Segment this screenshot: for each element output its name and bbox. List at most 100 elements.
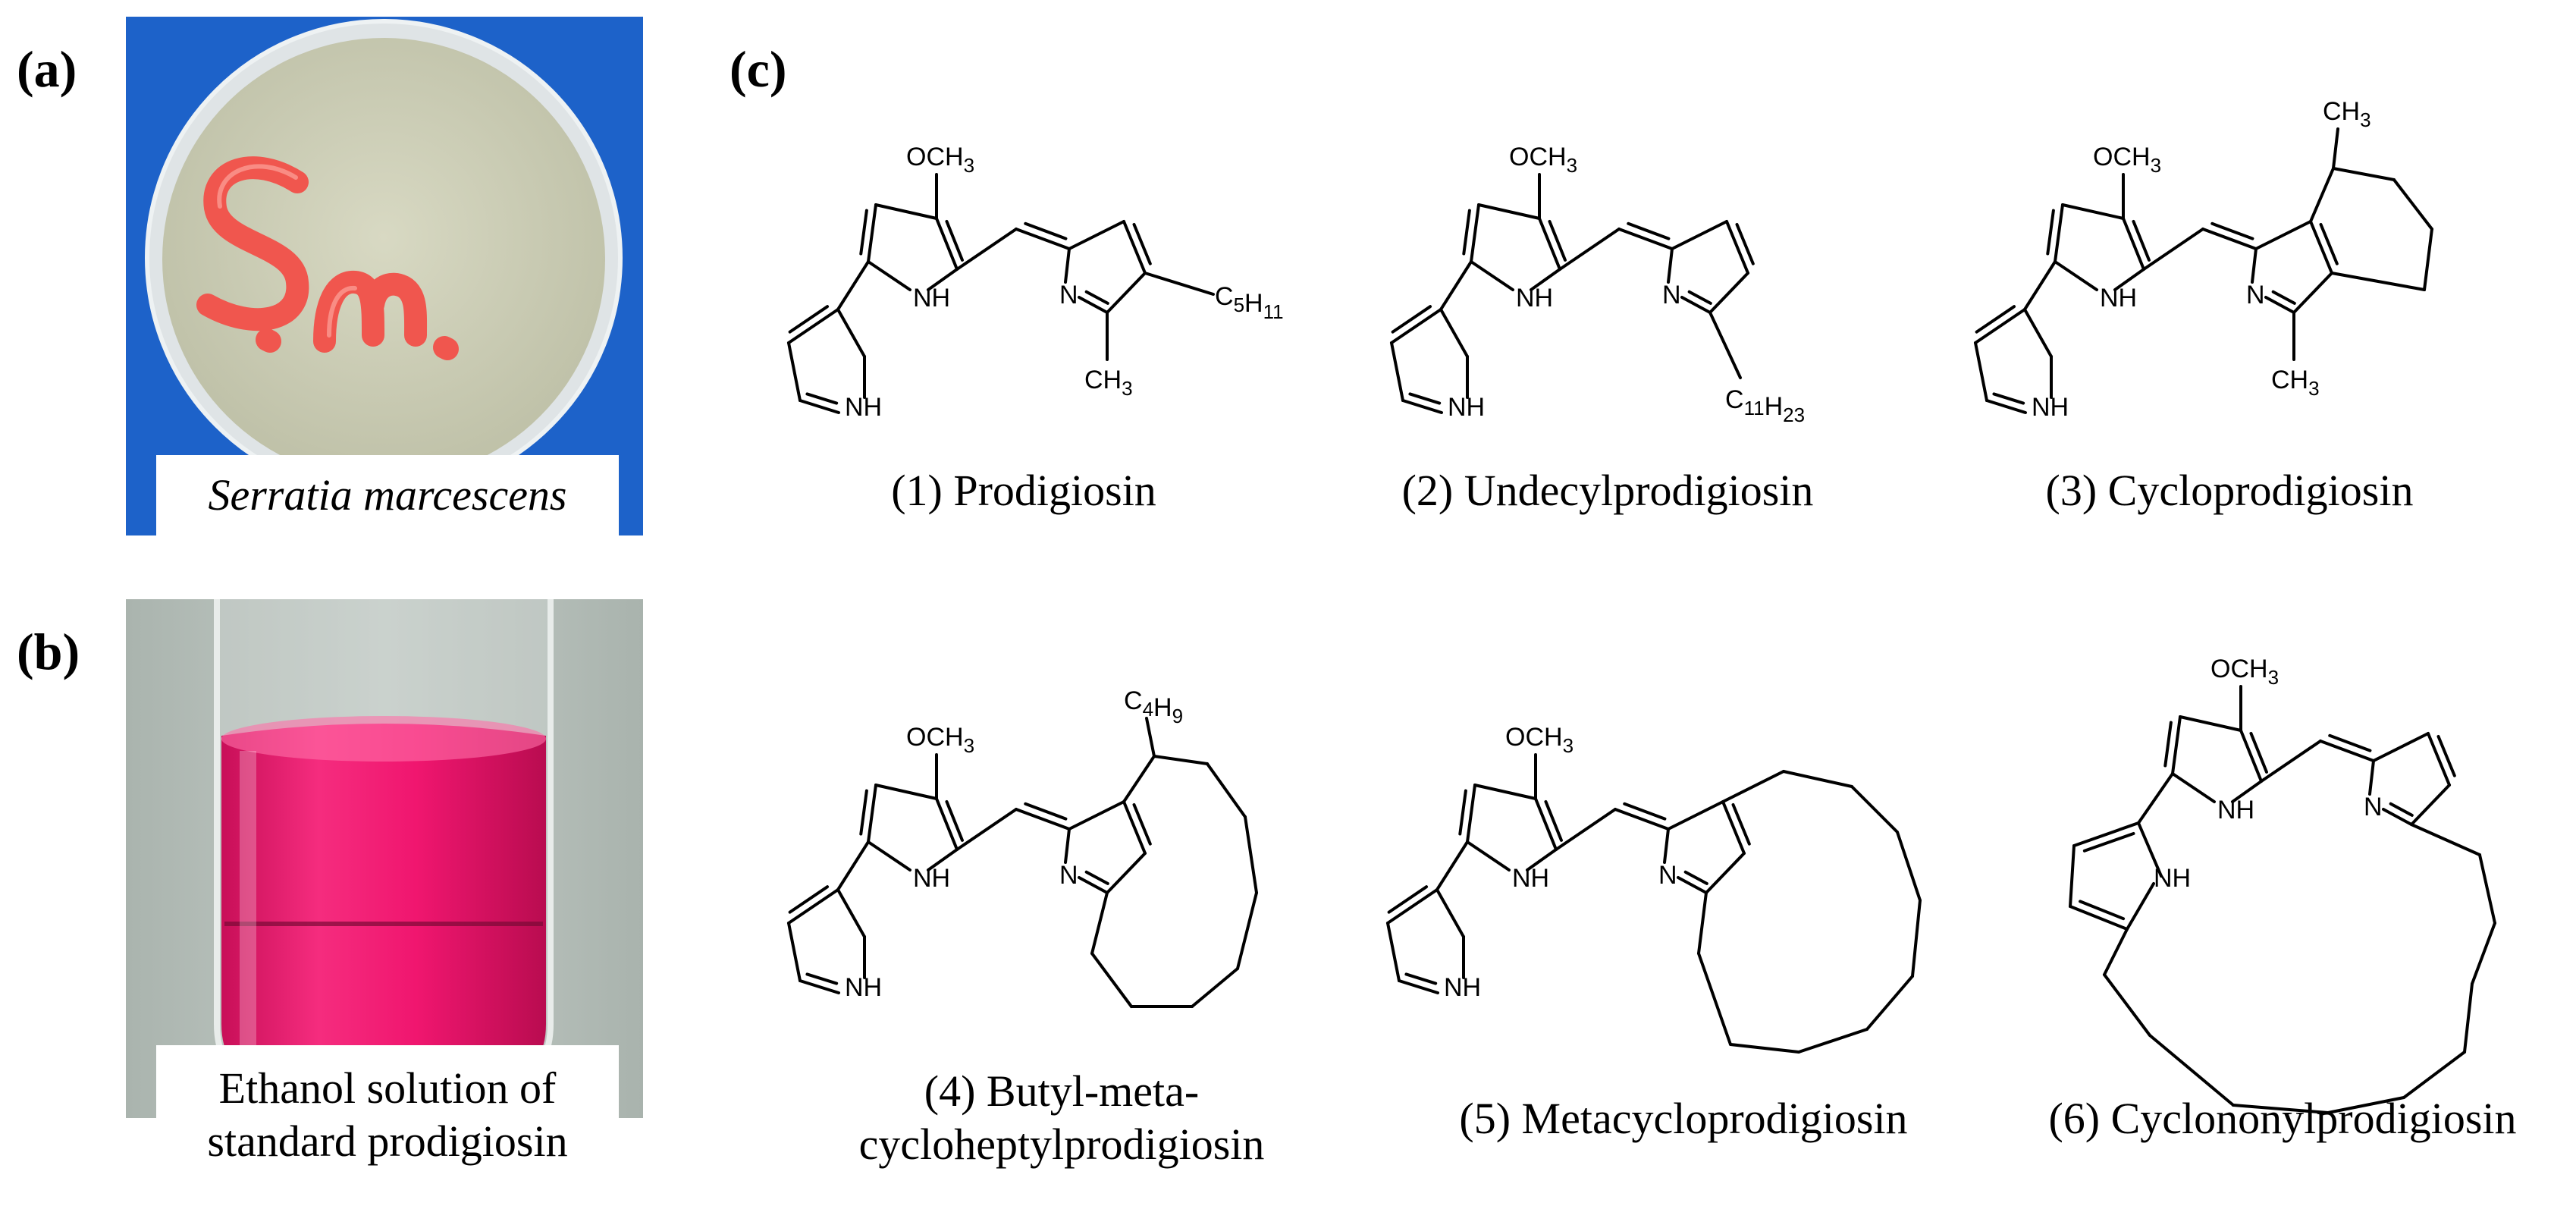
bond	[2264, 296, 2295, 314]
bond	[1697, 891, 1708, 955]
bond	[927, 848, 959, 872]
bond	[1435, 840, 1469, 891]
bond-lines	[787, 127, 2496, 1114]
bond	[2072, 821, 2140, 847]
bond	[1530, 268, 1561, 291]
ch3-label: CH3	[2271, 366, 2320, 400]
bond	[2372, 732, 2430, 762]
bond	[867, 260, 911, 291]
bond	[945, 219, 964, 262]
bond	[1663, 828, 1670, 864]
bond	[1466, 840, 1511, 872]
bond	[1386, 888, 1439, 925]
c11h23-label: C11H23	[1725, 385, 1805, 426]
bond	[2079, 900, 2126, 921]
bond	[867, 840, 911, 872]
bond	[2069, 905, 2129, 931]
bond	[1244, 815, 1258, 894]
bond	[1782, 770, 1853, 788]
bond	[2478, 853, 2496, 925]
bond	[787, 308, 839, 344]
bond	[799, 399, 840, 414]
bond	[1667, 247, 1674, 284]
bond	[2163, 721, 2173, 768]
bond	[836, 888, 866, 938]
bond	[2023, 308, 2053, 358]
bond	[2330, 272, 2426, 291]
bond	[1132, 222, 1152, 265]
n-label: N	[1059, 281, 1078, 309]
bond	[2436, 734, 2456, 777]
bond	[2392, 178, 2433, 231]
bond	[927, 268, 959, 291]
bond	[2332, 167, 2396, 181]
bond	[787, 922, 802, 982]
bond	[1534, 797, 1558, 851]
bond	[1697, 952, 1732, 1046]
bond	[2054, 203, 2064, 263]
bond	[2463, 982, 2474, 1054]
agar-surface	[162, 38, 605, 481]
bond	[1153, 755, 1209, 765]
bond	[1558, 228, 1621, 271]
bond	[2309, 220, 2333, 275]
caption-ethanol-solution: Ethanol solution of standard prodigiosin	[156, 1045, 619, 1186]
bond	[1617, 228, 1674, 250]
bond	[2171, 772, 2216, 803]
bond	[2126, 882, 2155, 931]
bond	[1106, 272, 1147, 314]
bond	[1735, 222, 1755, 265]
bond	[1024, 221, 1068, 240]
bond	[1992, 392, 2025, 405]
bond	[836, 260, 870, 311]
bond	[2328, 733, 2372, 752]
c4h9-label: C4H9	[1124, 686, 1183, 727]
bond	[1064, 828, 1071, 864]
bond	[1623, 802, 1667, 821]
bond	[1401, 399, 1443, 414]
bond	[1721, 800, 1746, 855]
bond	[1439, 308, 1469, 358]
bond	[1667, 800, 1724, 831]
bond	[2137, 821, 2163, 878]
bond	[1391, 305, 1432, 334]
bond	[799, 979, 840, 994]
bond	[1974, 341, 1988, 402]
bond	[1477, 203, 1541, 220]
bond	[2069, 844, 2076, 908]
bond	[859, 209, 868, 256]
bond	[2389, 802, 2414, 817]
bond	[2368, 759, 2375, 796]
bond	[2148, 1034, 2235, 1107]
nh-label: NH	[913, 864, 950, 893]
bond	[2103, 928, 2129, 976]
bond	[1850, 785, 1899, 834]
bond	[2382, 808, 2413, 826]
bond	[787, 888, 839, 925]
bond	[1721, 770, 1785, 803]
bond	[788, 305, 830, 334]
bond	[2292, 272, 2333, 314]
caption-compound-4: (4) Butyl-meta- cycloheptylprodigiosin	[827, 1065, 1297, 1171]
bond	[2319, 222, 2339, 265]
och3-label: OCH3	[906, 143, 974, 177]
bond	[805, 972, 839, 985]
bond	[1390, 341, 1404, 402]
bond	[1548, 219, 1567, 262]
bond	[2232, 1104, 2330, 1114]
bond	[1122, 220, 1147, 275]
bond	[1090, 891, 1109, 955]
och3-label: OCH3	[2093, 143, 2161, 177]
n-label: N	[1662, 281, 1681, 309]
bond	[1236, 891, 1258, 970]
bond	[1386, 922, 1401, 982]
bond	[1458, 789, 1467, 836]
bond	[1466, 784, 1476, 843]
bond	[867, 784, 877, 843]
bond	[874, 203, 938, 220]
bond	[1084, 290, 1109, 305]
bond	[1078, 876, 1109, 894]
bond	[2113, 268, 2145, 291]
bond	[1729, 1043, 1800, 1054]
